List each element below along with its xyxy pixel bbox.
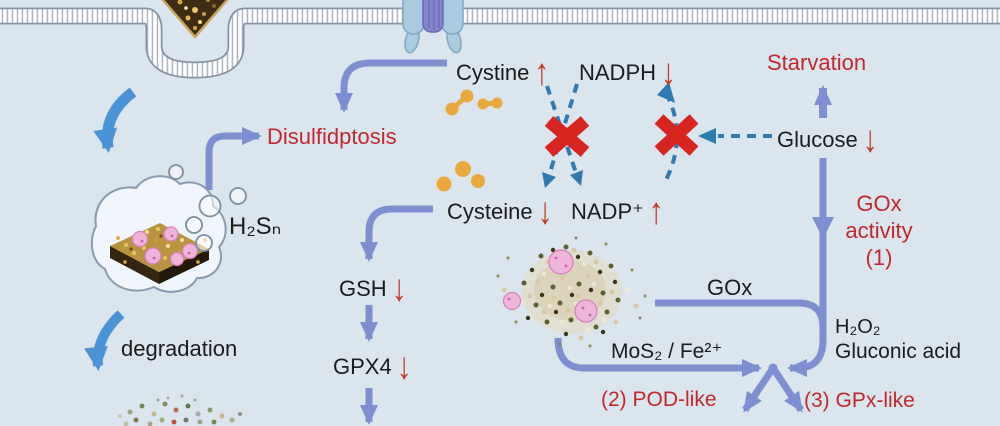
- label-glucose: Glucose ↓: [777, 121, 878, 159]
- label-starvation: Starvation: [767, 52, 866, 74]
- label-gluconic-acid: Gluconic acid: [835, 341, 961, 362]
- cell-membrane: [0, 7, 1000, 79]
- reaction-junction-dot: [768, 363, 778, 373]
- label-nadp-plus: NADP⁺ ↑: [571, 193, 664, 231]
- gpx4-down-arrow-icon: ↓: [396, 345, 412, 387]
- gox-enzyme-text: GOx: [707, 275, 753, 300]
- uptake-arrow: [93, 87, 137, 153]
- disulfidptosis-text: Disulfidptosis: [267, 124, 397, 149]
- cysteine-text: Cysteine: [447, 199, 533, 224]
- blocked-x-icon: [654, 114, 699, 156]
- cysteine-down-arrow-icon: ↓: [537, 190, 553, 232]
- vesicle-nanosheet-icon: [110, 223, 209, 284]
- label-cystine: Cystine ↑: [456, 54, 549, 92]
- label-h2o2: H₂O₂: [835, 317, 881, 337]
- degraded-nanoflower-icon: [496, 236, 647, 348]
- h2sn-text: H₂Sₙ: [229, 213, 282, 240]
- pod-like-text: (2) POD-like: [601, 388, 717, 411]
- cystine-to-disulfidptosis-arrow: [335, 59, 447, 113]
- gox-activity-line3: (1): [865, 245, 893, 270]
- label-h2sn: H₂Sₙ: [229, 215, 281, 239]
- vesicle: [90, 164, 247, 293]
- mos2-reaction-arrow: [554, 337, 762, 377]
- label-mos2-fe: MoS₂ / Fe²⁺: [611, 341, 722, 362]
- gox-activity-line1: GOx: [856, 191, 902, 216]
- glucose-text: Glucose: [777, 127, 858, 152]
- mid-arrowhead: [812, 217, 834, 239]
- label-cysteine: Cysteine ↓: [447, 193, 553, 231]
- gox-reaction-arrow: [655, 299, 827, 329]
- label-gox-enzyme: GOx: [707, 277, 752, 299]
- cysteine-molecules-icon: [436, 161, 485, 192]
- cystine-up-arrow-icon: ↑: [534, 51, 550, 93]
- mos2-fe-text: MoS₂ / Fe²⁺: [611, 340, 723, 363]
- gpx4-text: GPX4: [333, 354, 392, 379]
- gsh-down-arrow-icon: ↓: [391, 267, 407, 309]
- vesicle-to-disulfidptosis-arrow: [205, 127, 262, 190]
- cysteine-to-gsh-arrow: [360, 205, 433, 262]
- nadp-up-arrow-icon: ↑: [648, 190, 664, 232]
- label-gpx4: GPX4 ↓: [333, 348, 412, 386]
- nadph-text: NADPH: [579, 60, 657, 85]
- cystine-molecules-icon: [445, 89, 503, 116]
- dashed-arrowheads: [542, 82, 716, 188]
- transporter-icon: [402, 0, 464, 54]
- blocked-x-icon: [544, 116, 590, 157]
- h2s-bubbles: [168, 164, 247, 252]
- label-degradation: degradation: [121, 338, 237, 360]
- nadp-plus-text: NADP⁺: [571, 199, 644, 224]
- h2o2-text: H₂O₂: [835, 316, 881, 338]
- pathway-arrows: [205, 59, 832, 425]
- label-pod-like: (2) POD-like: [601, 389, 717, 410]
- gpx-branch-arrow: [770, 366, 804, 413]
- label-disulfidptosis: Disulfidptosis: [267, 126, 397, 148]
- gluconic-acid-text: Gluconic acid: [835, 340, 962, 363]
- label-gpx-like: (3) GPx-like: [804, 390, 915, 411]
- label-gox-activity: GOx activity (1): [833, 190, 925, 271]
- label-nadph: NADPH ↓: [579, 54, 676, 92]
- gpx-like-text: (3) GPx-like: [804, 389, 915, 412]
- cystine-text: Cystine: [456, 60, 530, 85]
- label-gsh: GSH ↓: [339, 270, 407, 308]
- degradation-text: degradation: [121, 336, 238, 361]
- gsh-text: GSH: [339, 276, 387, 301]
- glucose-gox-down-arrow: [787, 158, 827, 377]
- pod-branch-arrow: [742, 366, 776, 413]
- degradation-arrow: [84, 310, 125, 371]
- degraded-particles-icon: [118, 394, 242, 426]
- glucose-down-arrow-icon: ↓: [862, 118, 878, 160]
- nadph-down-arrow-icon: ↓: [661, 51, 677, 93]
- starvation-text: Starvation: [767, 50, 867, 75]
- nanosheet-entering-icon: [161, 0, 229, 39]
- gox-activity-line2: activity: [845, 218, 913, 243]
